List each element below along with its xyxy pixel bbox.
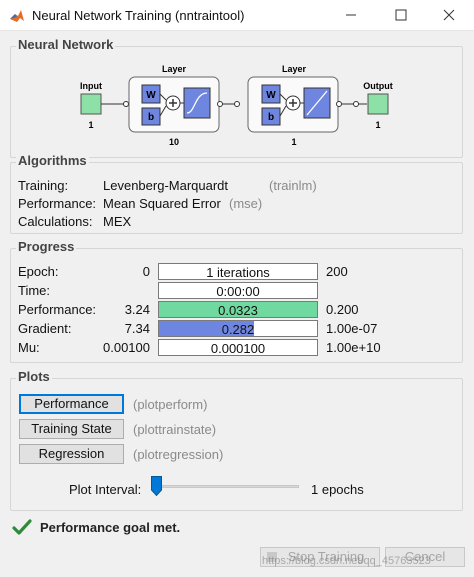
input-size: 1 [88,120,93,130]
plot-training-state-button[interactable]: Training State [19,419,124,439]
svg-text:b: b [268,112,274,123]
minimize-icon[interactable] [336,4,366,26]
time-label: Time: [18,283,51,298]
gradient-current: 0.282 [221,322,255,337]
output-label: Output [363,81,393,91]
progress-heading: Progress [16,239,77,254]
training-code: (trainlm) [269,178,317,193]
maximize-icon[interactable] [386,4,416,26]
performance-bar-fill [159,302,317,317]
title-bar[interactable]: Neural Network Training (nntraintool) [0,0,474,31]
mu-bar: 0.000100 [158,339,318,356]
gradient-label: Gradient: [18,321,72,336]
mu-start: 0.00100 [103,340,150,355]
epoch-current: 1 iterations [206,265,270,280]
performance-label: Performance: [18,196,97,211]
performance-bar: 0.0323 [158,301,318,318]
time-bar: 0:00:00 [158,282,318,299]
plot-interval-thumb[interactable] [151,476,162,496]
plot-performance-code: (plotperform) [133,397,208,412]
training-label: Training: [18,178,69,193]
layer-1-bias [141,107,161,126]
layer-2-bias [261,107,281,126]
gradient-bar-fill [159,321,254,336]
svg-text:W: W [266,90,276,101]
input-label: Input [80,81,102,91]
matlab-icon [10,10,24,22]
cancel-button[interactable]: Cancel [385,547,465,567]
plot-training-state-code: (plottrainstate) [133,422,217,437]
output-node [367,93,389,115]
svg-text:b: b [148,112,154,123]
watermark-text: https://blog.csdn.net/qq_45763523 [262,555,431,567]
layer-1-title: Layer [162,64,187,74]
plot-regression-code: (plotregression) [133,447,224,462]
epoch-start: 0 [142,264,150,279]
mu-target: 1.00e+10 [326,340,381,355]
layer-2-size: 1 [291,137,296,147]
performance-current: 0.0323 [218,303,258,318]
window-body: Neural Network Input 1 Layer W b 10 [0,31,474,577]
status-text: Performance goal met. [40,520,181,535]
progress-panel: Progress Epoch: 0 1 iterations 200 Time:… [10,239,463,363]
plots-heading: Plots [16,369,52,384]
layer-1-size: 10 [169,137,179,147]
algorithms-heading: Algorithms [16,153,89,168]
mu-label: Mu: [18,340,40,355]
checkmark-icon [12,519,32,535]
training-value: Levenberg-Marquardt [103,178,229,193]
stop-icon [267,552,277,562]
stop-training-label: Stop Training [287,549,365,564]
calculations-label: Calculations: [18,214,93,229]
performance-start: 3.24 [124,302,150,317]
performance-target: 0.200 [326,302,359,317]
neural-network-panel: Neural Network Input 1 Layer W b 10 [10,37,463,158]
plot-interval-label: Plot Interval: [69,482,142,497]
performance-progress-label: Performance: [18,302,97,317]
performance-code: (mse) [229,196,263,211]
plot-interval-track[interactable] [157,485,299,488]
time-current: 0:00:00 [216,284,260,299]
network-diagram: Input 1 Layer W b 10 Layer [80,64,393,147]
gradient-bar: 0.282 [158,320,318,337]
gradient-target: 1.00e-07 [326,321,378,336]
gradient-start: 7.34 [124,321,150,336]
neural-network-heading: Neural Network [16,37,116,52]
close-icon[interactable] [434,4,464,26]
epoch-target: 200 [326,264,348,279]
layer-2-title: Layer [282,64,307,74]
svg-text:W: W [146,90,156,101]
mu-current: 0.000100 [210,341,266,356]
calculations-value: MEX [103,214,132,229]
plot-interval-value: 1 epochs [311,482,364,497]
epoch-label: Epoch: [18,264,59,279]
epoch-bar: 1 iterations [158,263,318,280]
stop-training-button[interactable]: Stop Training [260,547,380,567]
performance-value: Mean Squared Error [103,196,221,211]
plot-performance-button[interactable]: Performance [19,394,124,414]
window-title: Neural Network Training (nntraintool) [32,8,245,23]
algorithms-panel: Algorithms Training: Levenberg-Marquardt… [10,153,463,234]
plot-regression-button[interactable]: Regression [19,444,124,464]
input-node [80,93,102,115]
output-size: 1 [375,120,380,130]
plots-panel: Plots Performance (plotperform) Training… [10,369,463,511]
cancel-label: Cancel [404,549,446,564]
